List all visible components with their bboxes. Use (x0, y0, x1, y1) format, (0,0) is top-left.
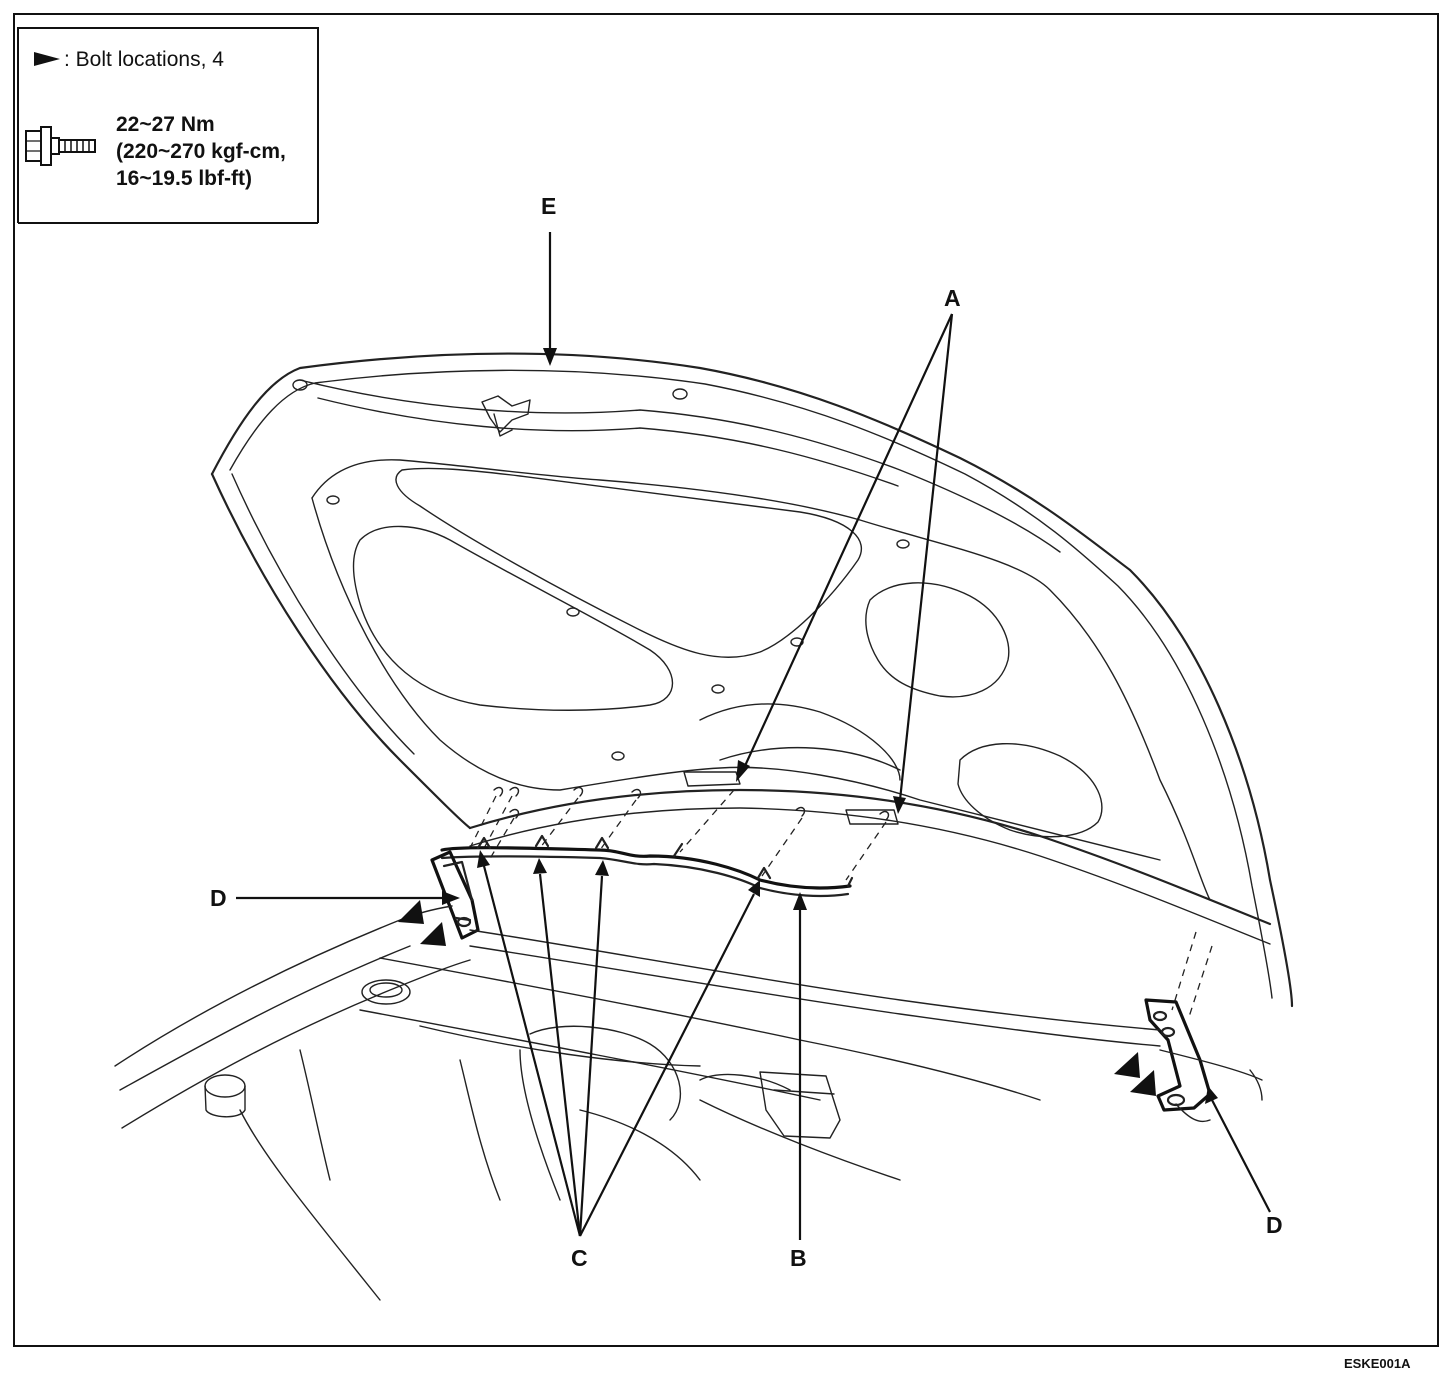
right-hinge (1144, 998, 1212, 1123)
retainer-rod (440, 834, 854, 898)
callout-c: C (571, 1245, 588, 1271)
hood-inner-frame (311, 459, 1211, 901)
torque-line-1: 22~27 Nm (116, 113, 215, 136)
hood-panel (210, 352, 1294, 1008)
triangle-pointer-icon (398, 900, 424, 924)
figure-frame (13, 13, 1439, 1347)
callout-b: B (790, 1245, 807, 1271)
triangle-pointer-icon (1114, 1052, 1140, 1078)
torque-line-2: (220~270 kgf-cm, (116, 140, 286, 163)
legend-box: : Bolt locations, 4 22~27 Nm (220~270 kg… (17, 27, 319, 224)
triangle-pointer-icon (34, 52, 60, 66)
triangle-pointer-icon (1130, 1070, 1156, 1096)
engine-compartment (114, 905, 1263, 1301)
assembly-guide-lines (469, 789, 1213, 1021)
callout-e: E (541, 193, 556, 219)
callout-d-right: D (1266, 1212, 1283, 1238)
torque-line-3: 16~19.5 lbf-ft) (116, 167, 252, 190)
callout-a: A (944, 285, 961, 311)
figure-id: ESKE001A (1344, 1356, 1411, 1371)
left-hinge (430, 850, 480, 940)
legend-bolt-label: : Bolt locations, 4 (64, 48, 224, 71)
bolt-markers (398, 900, 1156, 1096)
leader-lines (236, 232, 1271, 1240)
triangle-pointer-icon (420, 922, 446, 946)
bolt-icon (25, 126, 96, 166)
callout-d-left: D (210, 885, 227, 911)
